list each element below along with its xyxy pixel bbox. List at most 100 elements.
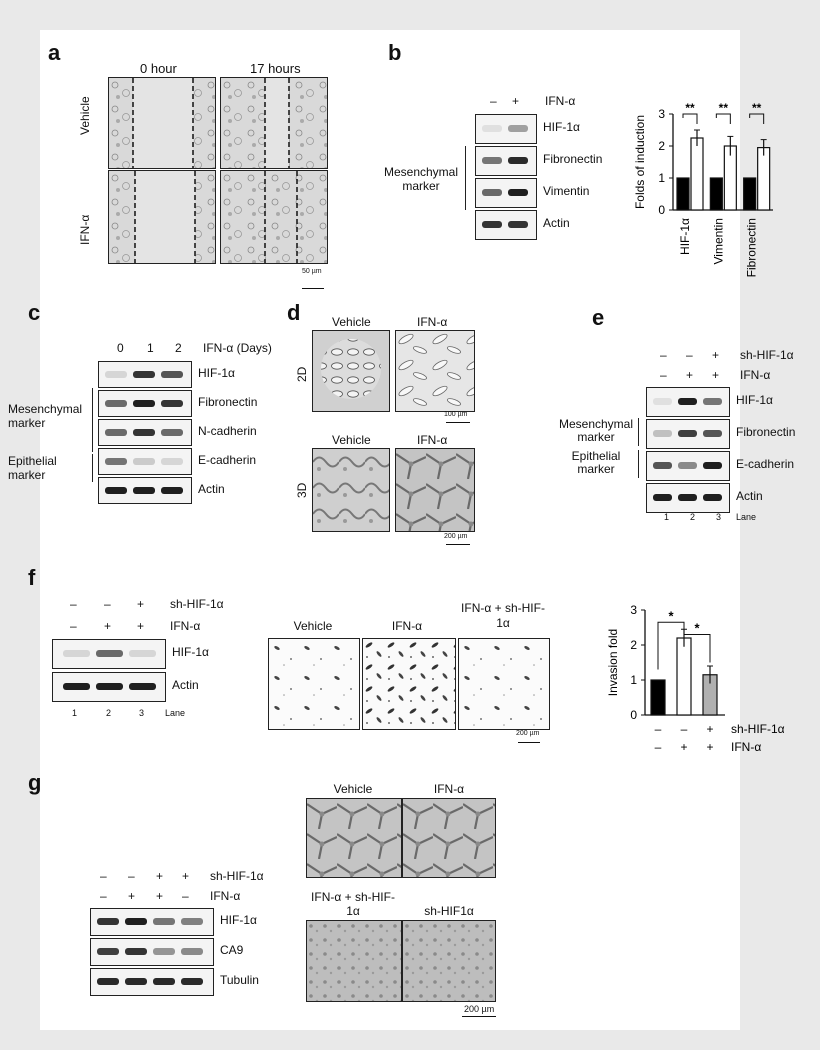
panel-f-label: f [28, 565, 36, 590]
band [703, 398, 722, 405]
band [161, 486, 183, 494]
bar [676, 637, 692, 716]
panel-g-tube-image-ifn-sh [306, 920, 402, 1002]
panel-b-lane-sign-2: + [512, 94, 520, 108]
blot-protein-label: Actin [198, 481, 225, 496]
panel-d-image-3d-vehicle [312, 448, 390, 532]
band [181, 918, 203, 925]
y-tick-label: 2 [630, 638, 637, 652]
x-tick-label: Vimentin [711, 218, 725, 264]
panel-f-img-title-2: IFN-α [391, 619, 423, 633]
panel-a-scale-bar [302, 288, 324, 289]
band [153, 918, 175, 925]
panel-e-ifn-sign-2: + [686, 368, 694, 382]
blot-row-3 [475, 178, 537, 208]
band [125, 918, 147, 925]
band [153, 978, 175, 985]
panel-c-treatment: IFN-α (Days) [203, 341, 272, 355]
x-tick-label: Fibronectin [745, 218, 759, 277]
band [161, 428, 183, 436]
band [133, 486, 155, 494]
blot-row-4 [475, 210, 537, 240]
panel-a-col-17h: 17 hours [250, 61, 301, 76]
panel-c-day-0: 0 [117, 341, 124, 355]
panel-c-bracket-epithelial [92, 454, 93, 482]
blot-row-1 [646, 387, 730, 417]
band [161, 457, 183, 465]
band [96, 683, 123, 690]
panel-b-group-label: Mesenchymal marker [383, 165, 459, 193]
band [678, 398, 697, 405]
row-ifn-sign: + [680, 740, 687, 754]
significance-label: * [694, 621, 700, 636]
row-ifn-label: IFN-α [731, 740, 761, 754]
blot-protein-label: N-cadherin [198, 423, 257, 438]
panel-g-sh-sign-4: + [182, 869, 190, 883]
panel-g-ifn-sign-4: – [182, 889, 189, 903]
panel-f-lane-word: Lane [165, 708, 186, 718]
bar [757, 146, 771, 211]
significance-bracket [682, 113, 698, 124]
blot-protein-label: CA9 [220, 943, 244, 957]
panel-f-scale-label: 200 µm [516, 730, 540, 737]
panel-e-sh-sign-1: – [660, 348, 667, 362]
band [133, 399, 155, 407]
y-tick-label: 1 [658, 171, 665, 185]
panel-e-ifn-sign-3: + [712, 368, 720, 382]
band [678, 430, 697, 437]
band [133, 428, 155, 436]
panel-b-treatment: IFN-α [545, 94, 576, 108]
panel-g-ifn-sign-2: + [128, 889, 136, 903]
blot-row-3 [98, 419, 192, 446]
y-tick-label: 0 [630, 708, 637, 722]
row-ifn-sign: – [655, 740, 662, 754]
band [678, 494, 697, 501]
panel-e-sh-label: sh-HIF-1α [740, 348, 794, 362]
scratch-image-ifn-17h [220, 170, 328, 264]
blot-row-5 [98, 477, 192, 504]
panel-d-2d-scale-label: 100 µm [444, 411, 468, 418]
panel-d-label: d [287, 300, 301, 325]
panel-g-ifn-sign-3: + [156, 889, 164, 903]
y-tick-label: 1 [630, 673, 637, 687]
band [133, 370, 155, 378]
panel-f-img-title-1: Vehicle [293, 619, 333, 633]
panel-f-img-title-3: IFN-α + sh-HIF-1α [461, 601, 545, 630]
panel-b-label: b [388, 40, 402, 65]
panel-f-sh-sign-2: – [104, 597, 111, 611]
row-sh-sign: – [681, 722, 688, 736]
band [63, 650, 90, 657]
band [129, 650, 156, 657]
panel-d-3d-scale-label: 200 µm [444, 533, 468, 540]
y-tick-label: 3 [630, 603, 637, 617]
blot-row-1 [98, 361, 192, 388]
panel-e-ifn-sign-1: – [660, 368, 667, 382]
panel-d-image-2d-ifn [395, 330, 475, 412]
panel-f-invasion-image-3 [458, 638, 550, 730]
blot-row-2 [98, 390, 192, 417]
panel-c-day-1: 1 [147, 341, 154, 355]
band [97, 978, 119, 985]
band [63, 683, 90, 690]
panel-g-img-title-sh: sh-HIF1α [424, 904, 474, 918]
band [482, 125, 502, 132]
panel-e-mesenchymal-label: Mesenchymal marker [558, 417, 634, 444]
scratch-image-vehicle-17h [220, 77, 328, 169]
blot-protein-label: Tubulin [220, 973, 259, 987]
blot-protein-label: E-cadherin [736, 457, 795, 471]
panel-g-img-title-ifn: IFN-α [433, 782, 465, 796]
panel-f-ifn-sign-2: + [104, 619, 112, 633]
panel-c-label: c [28, 300, 41, 325]
panel-g-scale-bar [462, 1016, 496, 1017]
blot-protein-label: E-cadherin [198, 452, 257, 467]
blot-protein-label: HIF-1α [736, 393, 773, 407]
panel-f-sh-sign-1: – [70, 597, 77, 611]
panel-g-tube-image-ifn [402, 798, 496, 878]
blot-row-1 [475, 114, 537, 144]
blot-row-1 [52, 639, 166, 669]
blot-row-2 [646, 419, 730, 449]
bar [723, 145, 737, 211]
panel-a-label: a [48, 40, 61, 65]
scratch-image-ifn-0h [108, 170, 216, 264]
band [161, 370, 183, 378]
